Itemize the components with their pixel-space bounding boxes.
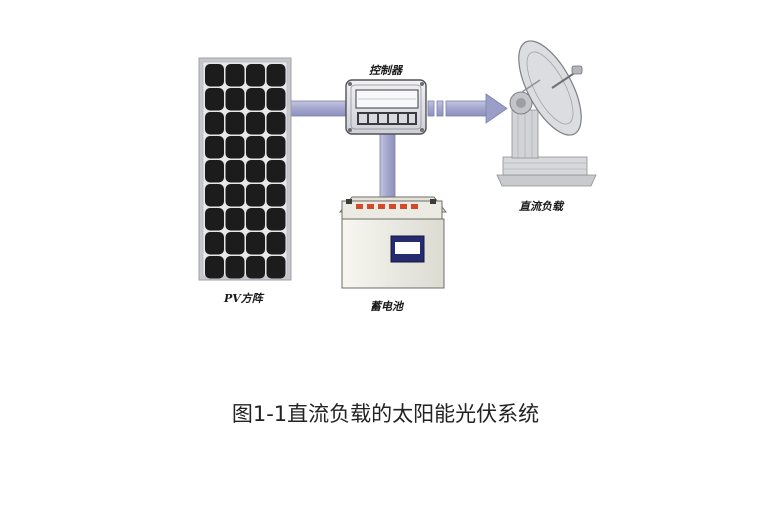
pv-cell bbox=[246, 256, 265, 279]
pv-cell bbox=[246, 136, 265, 159]
controller-terminals bbox=[357, 112, 417, 125]
pv-cell bbox=[246, 160, 265, 183]
arrow-head bbox=[485, 93, 508, 124]
pv-cell bbox=[225, 232, 245, 255]
pv-cell bbox=[246, 208, 265, 231]
pv-cell bbox=[266, 232, 286, 255]
pv-cell bbox=[205, 64, 224, 87]
wire-controller-to-load bbox=[427, 93, 508, 124]
pv-cell bbox=[266, 136, 286, 159]
satellite-dish bbox=[496, 40, 597, 187]
wire-controller-to-battery bbox=[379, 132, 396, 206]
pv-cell bbox=[246, 232, 265, 255]
pv-panel bbox=[198, 57, 292, 281]
controller-label: 控制器 bbox=[369, 64, 402, 77]
pv-cell bbox=[225, 64, 245, 87]
pv-cell bbox=[266, 88, 286, 111]
pv-cell bbox=[205, 256, 224, 279]
pv-cell bbox=[266, 208, 286, 231]
battery bbox=[338, 196, 448, 289]
pv-cell bbox=[205, 208, 224, 231]
pv-cell bbox=[266, 184, 286, 207]
pv-cell bbox=[246, 112, 265, 135]
pv-cell bbox=[205, 160, 224, 183]
pv-cell bbox=[225, 184, 245, 207]
pv-cell bbox=[205, 184, 224, 207]
pv-cell bbox=[246, 88, 265, 111]
pv-cell bbox=[266, 256, 286, 279]
pv-cell bbox=[225, 136, 245, 159]
battery-terminals bbox=[346, 199, 436, 209]
dc-load-label: 直流负载 bbox=[519, 200, 563, 213]
wire-panel-to-controller bbox=[290, 100, 354, 117]
pv-cell bbox=[225, 112, 245, 135]
pv-cell bbox=[246, 184, 265, 207]
figure-caption: 图1-1直流负载的太阳能光伏系统 bbox=[231, 402, 540, 426]
pv-cell bbox=[225, 256, 245, 279]
pv-cell bbox=[266, 64, 286, 87]
pv-panel-label: PV方阵 bbox=[224, 292, 263, 305]
pv-cell bbox=[205, 136, 224, 159]
pv-cell bbox=[225, 160, 245, 183]
pv-cell-grid bbox=[205, 64, 286, 279]
pv-cell bbox=[225, 88, 245, 111]
pv-cell bbox=[266, 160, 286, 183]
wiring bbox=[290, 93, 508, 206]
pv-cell bbox=[205, 112, 224, 135]
pv-cell bbox=[205, 88, 224, 111]
controller bbox=[345, 79, 427, 135]
battery-label: 蓄电池 bbox=[370, 300, 403, 313]
pv-cell bbox=[246, 64, 265, 87]
pv-cell bbox=[266, 112, 286, 135]
pv-cell bbox=[205, 232, 224, 255]
pv-cell bbox=[225, 208, 245, 231]
